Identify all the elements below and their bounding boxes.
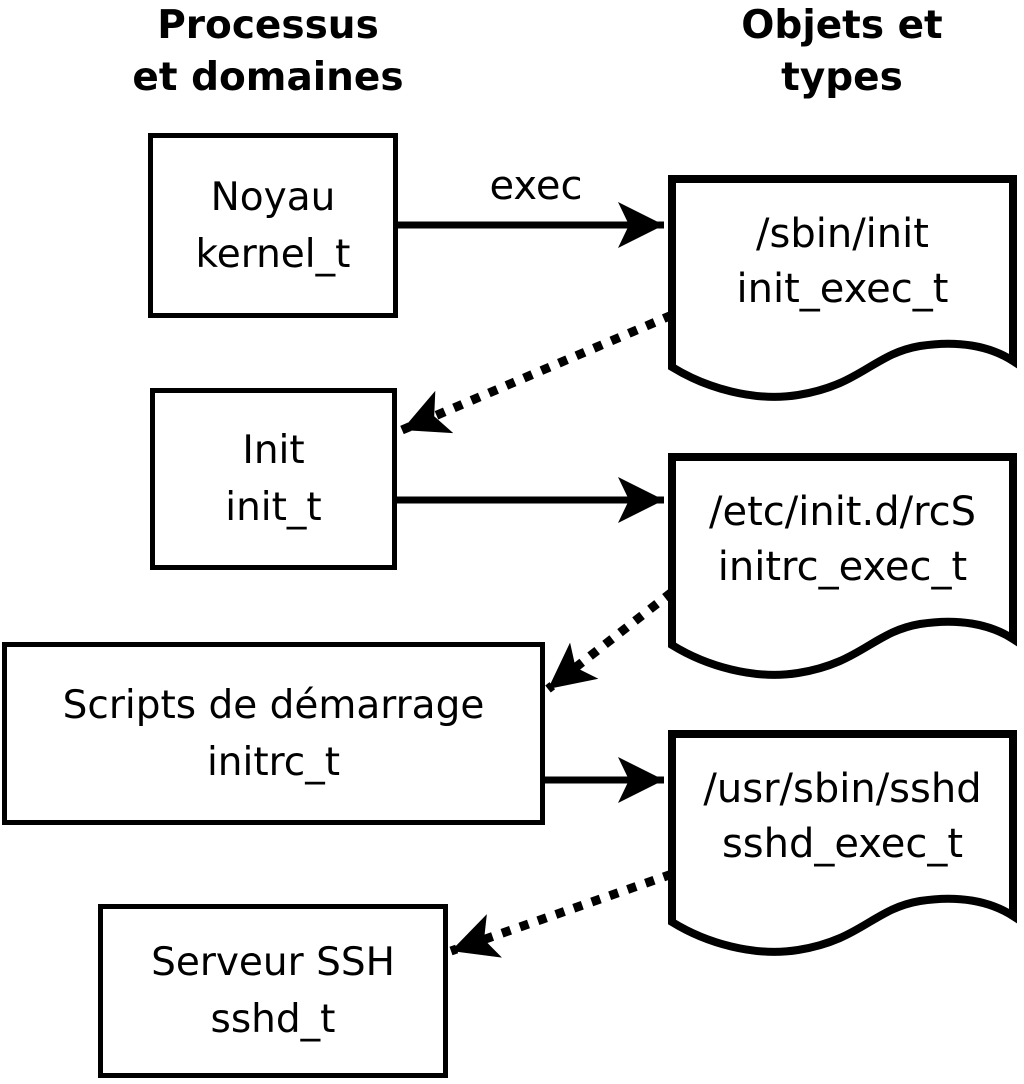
- process-name: Serveur SSH: [151, 940, 395, 985]
- process-domain-type: kernel_t: [195, 231, 351, 277]
- doc-shape-init-exec: [668, 175, 1017, 401]
- file-path: /sbin/init: [756, 211, 929, 257]
- file-path: /usr/sbin/sshd: [703, 766, 982, 812]
- doc-label-sshd-exec: /usr/sbin/sshd sshd_exec_t: [676, 734, 1009, 900]
- doc-shape-sshd-exec: [668, 730, 1017, 956]
- exec-arrow-label: exec: [489, 163, 583, 209]
- doc-shape-initrc-exec: [668, 453, 1017, 679]
- doc-label-init-exec: /sbin/init init_exec_t: [676, 179, 1009, 345]
- file-type: sshd_exec_t: [721, 821, 964, 867]
- arrow-transition-to-sshd-t: [449, 869, 674, 958]
- process-name: Noyau: [210, 174, 336, 220]
- column-header-objects: Objets et types: [692, 0, 992, 104]
- arrow-transition-to-initrc-t: [545, 588, 675, 693]
- process-box-kernel: Noyau kernel_t: [148, 133, 398, 318]
- process-name: Init: [242, 428, 305, 473]
- process-domain-type: sshd_t: [210, 997, 336, 1042]
- column-header-processes: Processus et domaines: [88, 0, 448, 104]
- process-box-sshd: Serveur SSH sshd_t: [98, 904, 448, 1078]
- file-path: /etc/init.d/rcS: [708, 489, 977, 535]
- process-box-initrc: Scripts de démarrage initrc_t: [2, 642, 545, 825]
- process-name: Scripts de démarrage: [62, 682, 485, 728]
- arrow-transition-to-init-t: [400, 310, 674, 435]
- file-type: initrc_exec_t: [717, 544, 968, 590]
- file-type: init_exec_t: [736, 266, 949, 312]
- process-domain-type: initrc_t: [206, 739, 341, 785]
- header-line: Processus: [157, 3, 379, 48]
- process-box-init: Init init_t: [150, 388, 397, 570]
- header-line: types: [781, 55, 903, 100]
- process-domain-type: init_t: [225, 485, 322, 530]
- doc-label-initrc-exec: /etc/init.d/rcS initrc_exec_t: [676, 457, 1009, 623]
- header-line: et domaines: [132, 55, 404, 100]
- header-line: Objets et: [741, 3, 943, 48]
